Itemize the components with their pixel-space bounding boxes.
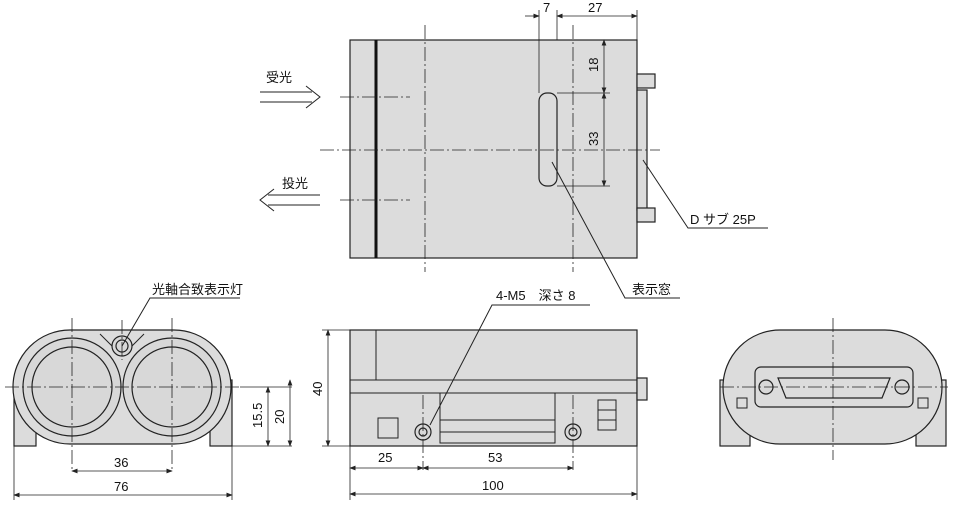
- top-view: 受光 投光 7 27 18 33 D サブ 25P 表示窓: [259, 0, 768, 299]
- connector-leader: [642, 159, 768, 229]
- connector-label: D サブ 25P: [690, 212, 756, 227]
- receive-label: 受光: [266, 70, 292, 85]
- connector-screw-top: [636, 73, 656, 89]
- side-view: 4-M5 深さ 8 40 25 53 100: [310, 288, 648, 500]
- rear-view: [719, 318, 948, 460]
- connector-screw-bottom: [636, 207, 656, 223]
- side-view-body: [349, 329, 638, 447]
- receive-arrow-icon: [260, 85, 321, 109]
- dim-76: 76: [114, 479, 128, 494]
- dim-25: 25: [378, 450, 392, 465]
- front-view: 光軸合致表示灯 36 76 15.5 20: [5, 282, 293, 500]
- top-view-body: [349, 39, 638, 259]
- rear-slot-right: [917, 397, 929, 409]
- hole-label: 4-M5 深さ 8: [496, 288, 575, 303]
- dim-40: 40: [310, 382, 325, 396]
- dim-15-5: 15.5: [250, 403, 265, 428]
- side-connector: [636, 377, 648, 401]
- rear-slot-left: [736, 397, 748, 409]
- dim-33: 33: [586, 132, 601, 146]
- window-leader: [551, 161, 680, 299]
- emit-label: 投光: [282, 176, 308, 191]
- indicator-label: 光軸合致表示灯: [152, 282, 243, 297]
- indicator-leader: [121, 297, 240, 347]
- dim-27: 27: [588, 0, 602, 15]
- hole-leader: [429, 304, 590, 426]
- dim-18: 18: [586, 58, 601, 72]
- side-square-right: [597, 399, 617, 431]
- dim-100: 100: [482, 478, 504, 493]
- dsub-connector-icon: [777, 377, 891, 399]
- side-slot: [439, 392, 556, 444]
- dim-36: 36: [114, 455, 128, 470]
- display-window: [538, 92, 558, 187]
- emit-arrow-icon: [259, 188, 320, 212]
- dim-53: 53: [488, 450, 502, 465]
- side-square-left: [377, 417, 399, 439]
- dim-7: 7: [543, 0, 550, 15]
- dim-20: 20: [272, 410, 287, 424]
- window-label: 表示窓: [632, 282, 671, 297]
